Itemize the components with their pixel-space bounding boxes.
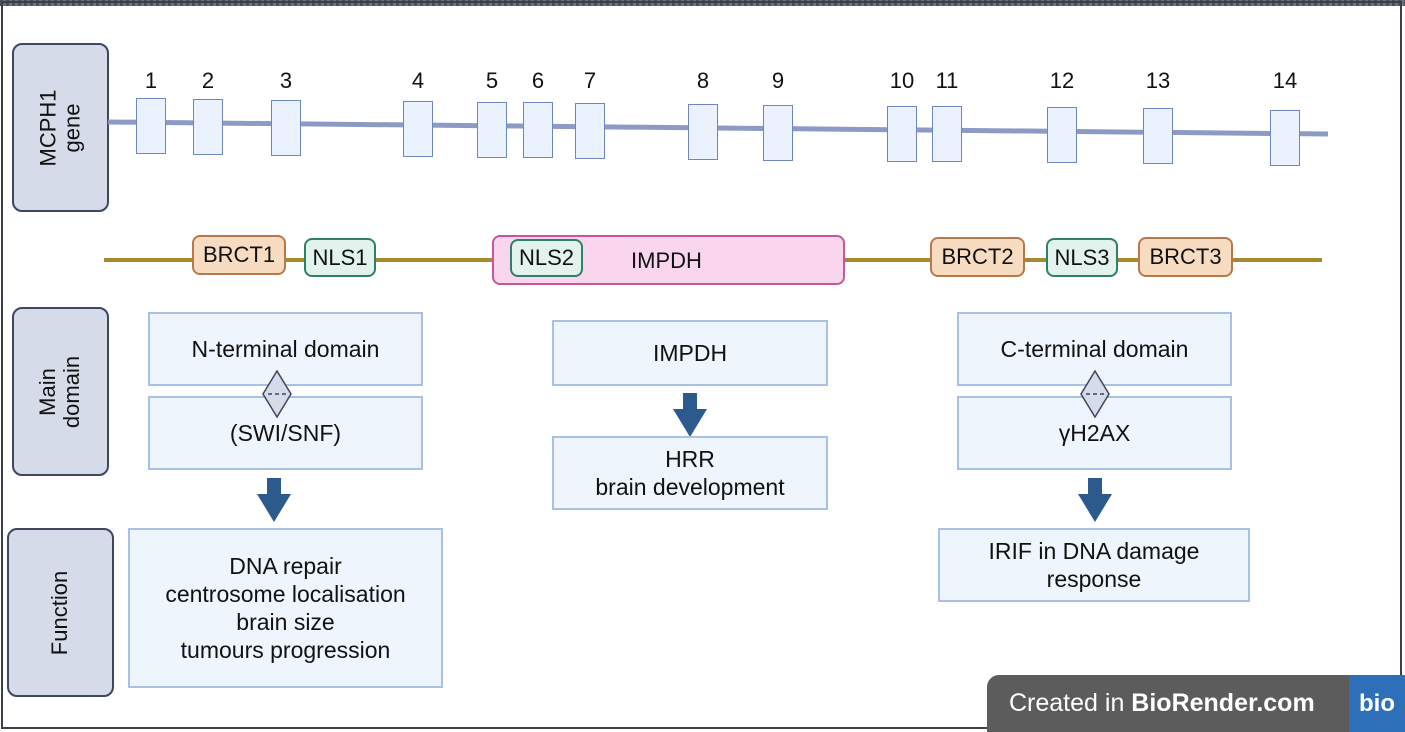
exon-box [887, 106, 917, 162]
domain-brct1-label: BRCT1 [202, 242, 276, 267]
exon-box [688, 104, 718, 160]
exon-number: 7 [583, 68, 597, 93]
box-n-terminal-domain: N-terminal domain [148, 312, 423, 386]
box-impdh-text: IMPDH [652, 340, 728, 366]
exon-box [523, 102, 553, 158]
exon-number: 14 [1272, 68, 1298, 93]
interaction-diamond-n [262, 370, 292, 418]
box-function-c-terminal: IRIF in DNA damage response [938, 528, 1250, 602]
exon-box [1047, 107, 1077, 163]
exon-number: 12 [1049, 68, 1075, 93]
domain-nls1-label: NLS1 [312, 244, 368, 270]
box-function-n-terminal: DNA repair centrosome localisation brain… [128, 528, 443, 688]
exon-box [136, 98, 166, 154]
domain-brct1: BRCT1 [192, 235, 286, 275]
watermark-prefix: Created in [1009, 689, 1132, 717]
exon-box [932, 106, 962, 162]
domain-nls3-label: NLS3 [1054, 244, 1110, 270]
domain-impdh-label: IMPDH [631, 248, 702, 273]
exon-box [477, 102, 507, 158]
box-swi-snf-text: (SWI/SNF) [229, 420, 342, 446]
exon-number: 11 [935, 68, 959, 93]
exon-number: 10 [889, 68, 915, 93]
exon-box [1143, 108, 1173, 164]
exon-number: 6 [531, 68, 545, 93]
domain-nls3: NLS3 [1046, 238, 1118, 277]
exon-box [575, 103, 605, 159]
box-function-impdh-text: HRR brain development [595, 446, 785, 500]
exon-number: 4 [411, 68, 425, 93]
exon-box [193, 99, 223, 155]
arrow-c-terminal [1078, 478, 1112, 522]
domain-nls2: NLS2 [510, 239, 583, 277]
exon-number: 1 [144, 68, 158, 93]
side-label-function: Function [7, 528, 114, 697]
exon-number: 13 [1145, 68, 1171, 93]
exon-box [763, 105, 793, 161]
exon-number: 3 [279, 68, 293, 93]
domain-brct3: BRCT3 [1138, 237, 1233, 277]
exon-box [403, 101, 433, 157]
domain-brct2-label: BRCT2 [941, 244, 1014, 269]
interaction-diamond-c [1080, 370, 1110, 418]
box-n-terminal-domain-text: N-terminal domain [191, 336, 380, 362]
domain-nls1: NLS1 [304, 238, 376, 277]
domain-brct2: BRCT2 [930, 237, 1025, 277]
domain-nls2-label: NLS2 [518, 245, 575, 270]
box-c-terminal-domain-text: C-terminal domain [1000, 336, 1189, 362]
watermark-text: Created in BioRender.com [987, 689, 1349, 718]
domain-brct3-label: BRCT3 [1149, 244, 1222, 269]
box-function-impdh: HRR brain development [552, 436, 828, 510]
frame-top-border [0, 0, 1405, 6]
exon-number: 8 [696, 68, 710, 93]
exon-number: 5 [485, 68, 499, 93]
arrow-n-terminal [257, 478, 291, 522]
side-label-gene: MCPH1 gene [12, 43, 109, 212]
exon-box [1270, 110, 1300, 166]
box-impdh: IMPDH [552, 320, 828, 386]
exon-box [271, 100, 301, 156]
biorender-watermark[interactable]: Created in BioRender.com bio [987, 675, 1405, 732]
watermark-brand: BioRender.com [1131, 689, 1315, 717]
exon-number: 9 [771, 68, 785, 93]
box-function-n-terminal-text: DNA repair centrosome localisation brain… [165, 553, 406, 663]
box-function-c-terminal-text: IRIF in DNA damage response [988, 538, 1200, 592]
exon-number: 2 [201, 68, 215, 93]
arrow-impdh [673, 393, 707, 437]
side-label-main-domain: Main domain [12, 307, 109, 476]
biorender-logo-icon: bio [1349, 675, 1405, 732]
box-gamma-h2ax-text: γH2AX [1058, 420, 1131, 446]
